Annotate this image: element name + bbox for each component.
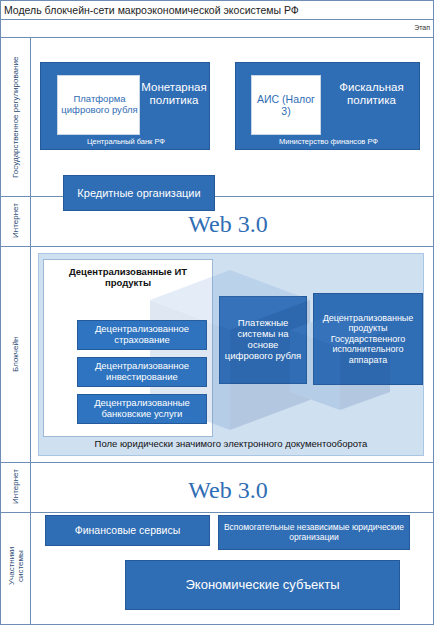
node-text: Децентрализованные ИТ продукты	[48, 264, 208, 292]
band-divider	[30, 37, 31, 625]
diagram-title: Модель блокчейн-сети макроэкономической …	[4, 2, 430, 18]
node-text: Децентрализованные банковские услуги	[80, 395, 204, 423]
section-line	[0, 512, 434, 513]
stage-label: Этап	[380, 22, 430, 34]
blue-box: Финансовые сервисы	[45, 515, 210, 546]
header-line	[0, 19, 434, 20]
blue-box: Фискальная политикаМинистерство финансов…	[235, 62, 420, 150]
blue-box: Экономические субъекты	[125, 560, 400, 610]
blue-box: Монетарная политикаЦентральный банк РФ Пл…	[40, 62, 210, 150]
product-box: Децентрализованное инвестирование	[77, 357, 207, 387]
node-text: Финансовые сервисы	[46, 516, 209, 545]
white-inner-box: Платформа цифрового рубля	[57, 75, 140, 135]
web-label: Web 3.0	[30, 208, 426, 242]
band-label: Государственное регулирование	[7, 40, 25, 194]
node-text: Децентрализованное страхование	[80, 321, 204, 349]
web-label: Web 3.0	[30, 474, 426, 508]
node-text: Вспомогательные независимые юридические …	[223, 516, 405, 549]
section-line	[0, 462, 434, 463]
node-text: Фискальная политика	[324, 73, 419, 115]
product-box: Децентрализованные банковские услуги	[77, 394, 207, 424]
node-text: Децентрализованное инвестирование	[80, 358, 204, 386]
band-label: Интернет	[7, 198, 25, 244]
band-label: Участники системы	[5, 536, 27, 596]
section-line	[0, 37, 434, 38]
group-box: Децентрализованные ИТ продуктыДецентрали…	[43, 259, 213, 437]
node-text: Децентрализованные продукты Государствен…	[317, 294, 419, 384]
blue-box: Платежные системы на основе цифрового ру…	[219, 296, 307, 384]
node-text: Кредитные организации	[64, 176, 214, 210]
node-text: Платежные системы на основе цифрового ру…	[223, 297, 303, 383]
node-text: Экономические субъекты	[126, 561, 399, 609]
node-text: Монетарная политика	[139, 73, 209, 115]
band-label: Блокчейн	[7, 250, 25, 458]
section-line	[0, 246, 434, 247]
white-inner-box: АИС (Налог 3)	[251, 75, 321, 135]
node-text: Центральный банк РФ	[41, 136, 211, 149]
blockchain-panel: Поле юридически значимого электронного д…	[38, 253, 424, 456]
blue-box: Кредитные организации	[63, 175, 215, 211]
node-text: Поле юридически значимого электронного д…	[39, 436, 423, 453]
node-text: Платформа цифрового рубля	[60, 76, 139, 134]
blue-box: Вспомогательные независимые юридические …	[218, 515, 410, 550]
node-text: АИС (Налог 3)	[257, 76, 315, 134]
blue-box: Децентрализованные продукты Государствен…	[313, 293, 423, 385]
node-text: Министерство финансов РФ	[236, 136, 421, 149]
band-label: Интернет	[7, 464, 25, 510]
product-box: Децентрализованное страхование	[77, 320, 207, 350]
